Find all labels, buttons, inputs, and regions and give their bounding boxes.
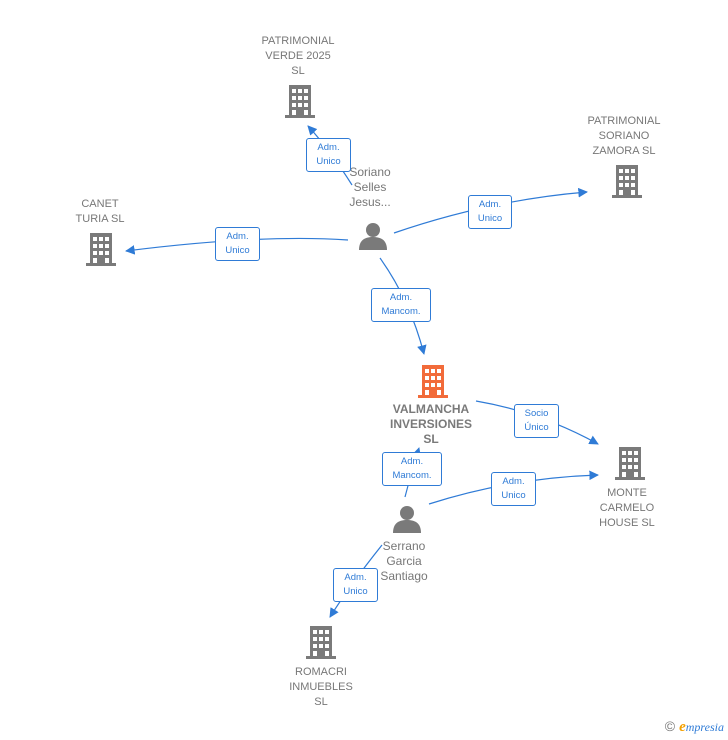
edge-label: Adm. Mancom. xyxy=(382,452,442,486)
person-icon[interactable] xyxy=(393,506,421,533)
edge-label: Adm. Unico xyxy=(491,472,536,506)
building-icon[interactable] xyxy=(285,85,315,118)
edge-label: Adm. Unico xyxy=(468,195,512,229)
edge-label: Socio Único xyxy=(514,404,559,438)
empresia-logo[interactable]: ©empresia xyxy=(665,718,724,736)
building-icon[interactable] xyxy=(306,626,336,659)
person-icon[interactable] xyxy=(359,223,387,250)
node-label-valmancha[interactable]: VALMANCHA INVERSIONES SL xyxy=(389,402,473,446)
brand-initial: e xyxy=(679,719,686,735)
node-label-romacri[interactable]: ROMACRI INMUEBLES SL xyxy=(289,666,353,708)
node-label-soriano-selles[interactable]: Soriano Selles Jesus... xyxy=(349,165,391,209)
node-label-patrimonial-verde[interactable]: PATRIMONIAL VERDE 2025 SL xyxy=(261,35,335,77)
edge-label: Adm. Mancom. xyxy=(371,288,431,322)
node-label-monte-carmelo[interactable]: MONTE CARMELO HOUSE SL xyxy=(599,487,655,529)
building-icon[interactable] xyxy=(86,233,116,266)
copyright-icon: © xyxy=(664,718,676,734)
brand-name: mpresia xyxy=(685,720,724,734)
node-label-canet-turia[interactable]: CANET TURIA SL xyxy=(75,198,125,225)
node-label-patrimonial-soriano[interactable]: PATRIMONIAL SORIANO ZAMORA SL xyxy=(587,115,661,157)
building-icon[interactable] xyxy=(612,165,642,198)
edge-label: Adm. Unico xyxy=(306,138,351,172)
building-icon[interactable] xyxy=(418,365,448,398)
building-icon[interactable] xyxy=(615,447,645,480)
edge-label: Adm. Unico xyxy=(215,227,260,261)
node-label-serrano-garcia[interactable]: Serrano Garcia Santiago xyxy=(380,539,428,583)
edge-label: Adm. Unico xyxy=(333,568,378,602)
